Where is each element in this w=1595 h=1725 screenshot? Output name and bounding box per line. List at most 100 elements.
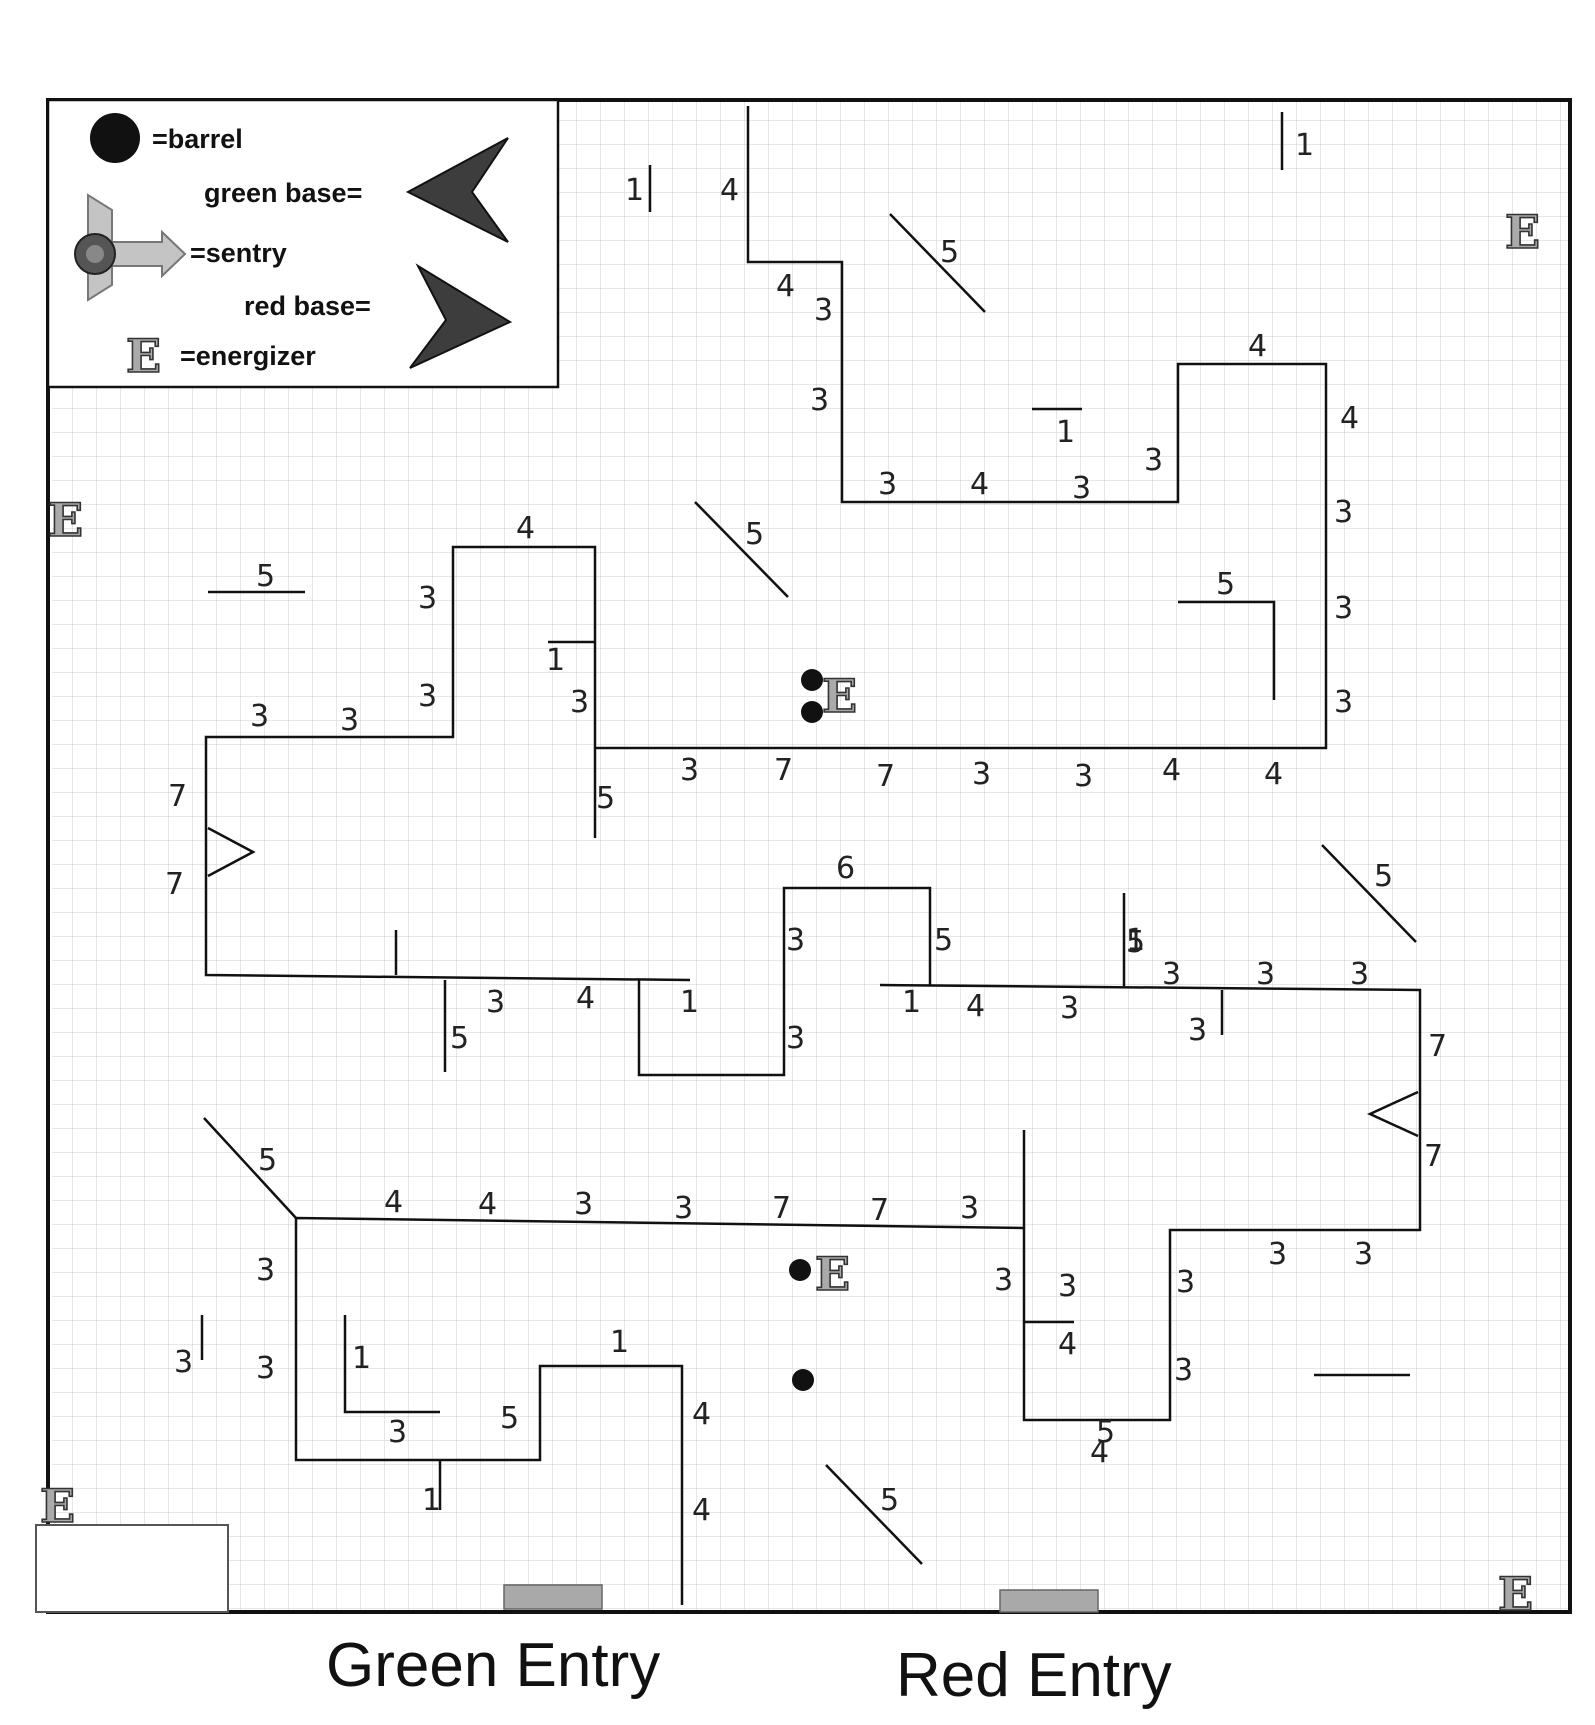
wall-label: 1 — [1295, 128, 1314, 163]
wall-label: 5 — [596, 781, 615, 816]
wall-label: 4 — [478, 1187, 497, 1222]
legend-sentry-label: =sentry — [190, 238, 287, 268]
wall-label: 3 — [388, 1415, 407, 1450]
wall-label: 5 — [1374, 859, 1393, 894]
legend: =barrel green base= =sentry red base= E … — [46, 98, 560, 389]
wall-label: 1 — [422, 1483, 441, 1518]
wall-label: 4 — [1340, 401, 1359, 436]
barrel-marker — [789, 1259, 811, 1281]
legend-barrel-label: =barrel — [152, 124, 243, 154]
barrel-icon — [90, 113, 140, 163]
wall-label: 3 — [994, 1263, 1013, 1298]
wall-label: 7 — [774, 753, 793, 788]
wall-label: 4 — [970, 467, 989, 502]
wall-label: 3 — [1188, 1013, 1207, 1048]
wall-label: 5 — [500, 1401, 519, 1436]
wall-label: 3 — [418, 581, 437, 616]
wall-label: 3 — [1334, 685, 1353, 720]
wall-label: 3 — [786, 1021, 805, 1056]
wall-label: 6 — [836, 851, 855, 886]
wall-label: 3 — [340, 703, 359, 738]
wall-label: 3 — [1074, 759, 1093, 794]
wall-label: 5 — [258, 1143, 277, 1178]
wall-label: 3 — [1162, 957, 1181, 992]
wall-label: 4 — [966, 989, 985, 1024]
legend-red-base-label: red base= — [244, 291, 371, 321]
wall-label: 3 — [1144, 443, 1163, 478]
red-base-icon — [409, 263, 513, 369]
wall-label: 4 — [1248, 329, 1267, 364]
wall-label: 3 — [674, 1191, 693, 1226]
wall-label: 5 — [1216, 567, 1235, 602]
wall-label: 4 — [516, 511, 535, 546]
energizer-marker: E — [48, 493, 83, 547]
legend-energizer-label: =energizer — [180, 341, 316, 371]
wall-label: 3 — [1060, 991, 1079, 1026]
wall-label: 3 — [786, 923, 805, 958]
wall-label: 3 — [570, 685, 589, 720]
wall-label: 1 — [625, 173, 644, 208]
arena-border — [46, 98, 1572, 1614]
wall-label: 1 — [352, 1341, 371, 1376]
wall-label: 5 — [1096, 1415, 1115, 1450]
wall-label: 7 — [168, 779, 187, 814]
wall-label: 3 — [1354, 1237, 1373, 1272]
wall-label: 5 — [880, 1483, 899, 1518]
wall-label: 4 — [1162, 753, 1181, 788]
sentry-icon — [74, 193, 187, 302]
wall-label: 5 — [940, 235, 959, 270]
wall-label: 1 — [610, 1325, 629, 1360]
barrel-marker — [801, 669, 823, 691]
energizer-marker: E — [1498, 1567, 1533, 1621]
wall-lines — [200, 106, 1422, 1605]
wall-label: 3 — [1176, 1265, 1195, 1300]
green-entry-label: Green Entry — [326, 1631, 660, 1700]
wall-label: 3 — [1334, 591, 1353, 626]
wall-label: 5 — [256, 559, 275, 594]
barrel-marker — [792, 1369, 814, 1391]
wall-label: 5 — [1126, 925, 1145, 960]
wall-label: 3 — [1174, 1353, 1193, 1388]
wall-label: 4 — [1090, 1435, 1109, 1470]
wall-label: 4 — [692, 1397, 711, 1432]
wall-label: 7 — [1424, 1139, 1443, 1174]
wall-label: 1 — [902, 985, 921, 1020]
wall-label: 3 — [486, 985, 505, 1020]
wall-label: 5 — [934, 923, 953, 958]
wall-label: 3 — [256, 1351, 275, 1386]
wall-label: 4 — [776, 269, 795, 304]
wall-label: 4 — [692, 1493, 711, 1528]
wall-label: 1 — [546, 643, 565, 678]
wall-label: 7 — [1428, 1029, 1447, 1064]
wall-label: 3 — [174, 1345, 193, 1380]
wall-label: 1 — [680, 985, 699, 1020]
wall-label: 3 — [574, 1187, 593, 1222]
wall-label: 3 — [1350, 957, 1369, 992]
wall-label: 4 — [1264, 757, 1283, 792]
red-entry-pad — [999, 1589, 1099, 1613]
green-base-icon — [405, 137, 509, 243]
barrels — [789, 669, 823, 1391]
energizer-marker: E — [1505, 205, 1540, 259]
wall-label: 3 — [960, 1191, 979, 1226]
wall-label: 4 — [576, 981, 595, 1016]
wall-label: 3 — [418, 679, 437, 714]
wall-label: 7 — [772, 1191, 791, 1226]
wall-label: 3 — [680, 753, 699, 788]
energizer-marker: E — [40, 1479, 75, 1533]
red-entry-label: Red Entry — [896, 1641, 1172, 1710]
energizer-marker: E — [815, 1247, 850, 1301]
wall-label: 7 — [876, 759, 895, 794]
wall-label: 4 — [720, 173, 739, 208]
wall-label: 3 — [972, 757, 991, 792]
wall-label: 3 — [1058, 1269, 1077, 1304]
wall-label: 3 — [810, 383, 829, 418]
wall-label: 7 — [870, 1193, 889, 1228]
wall-label: 3 — [1334, 495, 1353, 530]
wall-label: 3 — [256, 1253, 275, 1288]
wall-label: 3 — [814, 293, 833, 328]
wall-label: 3 — [878, 467, 897, 502]
energizer-marker: E — [822, 669, 857, 723]
legend-green-base-label: green base= — [204, 178, 362, 208]
